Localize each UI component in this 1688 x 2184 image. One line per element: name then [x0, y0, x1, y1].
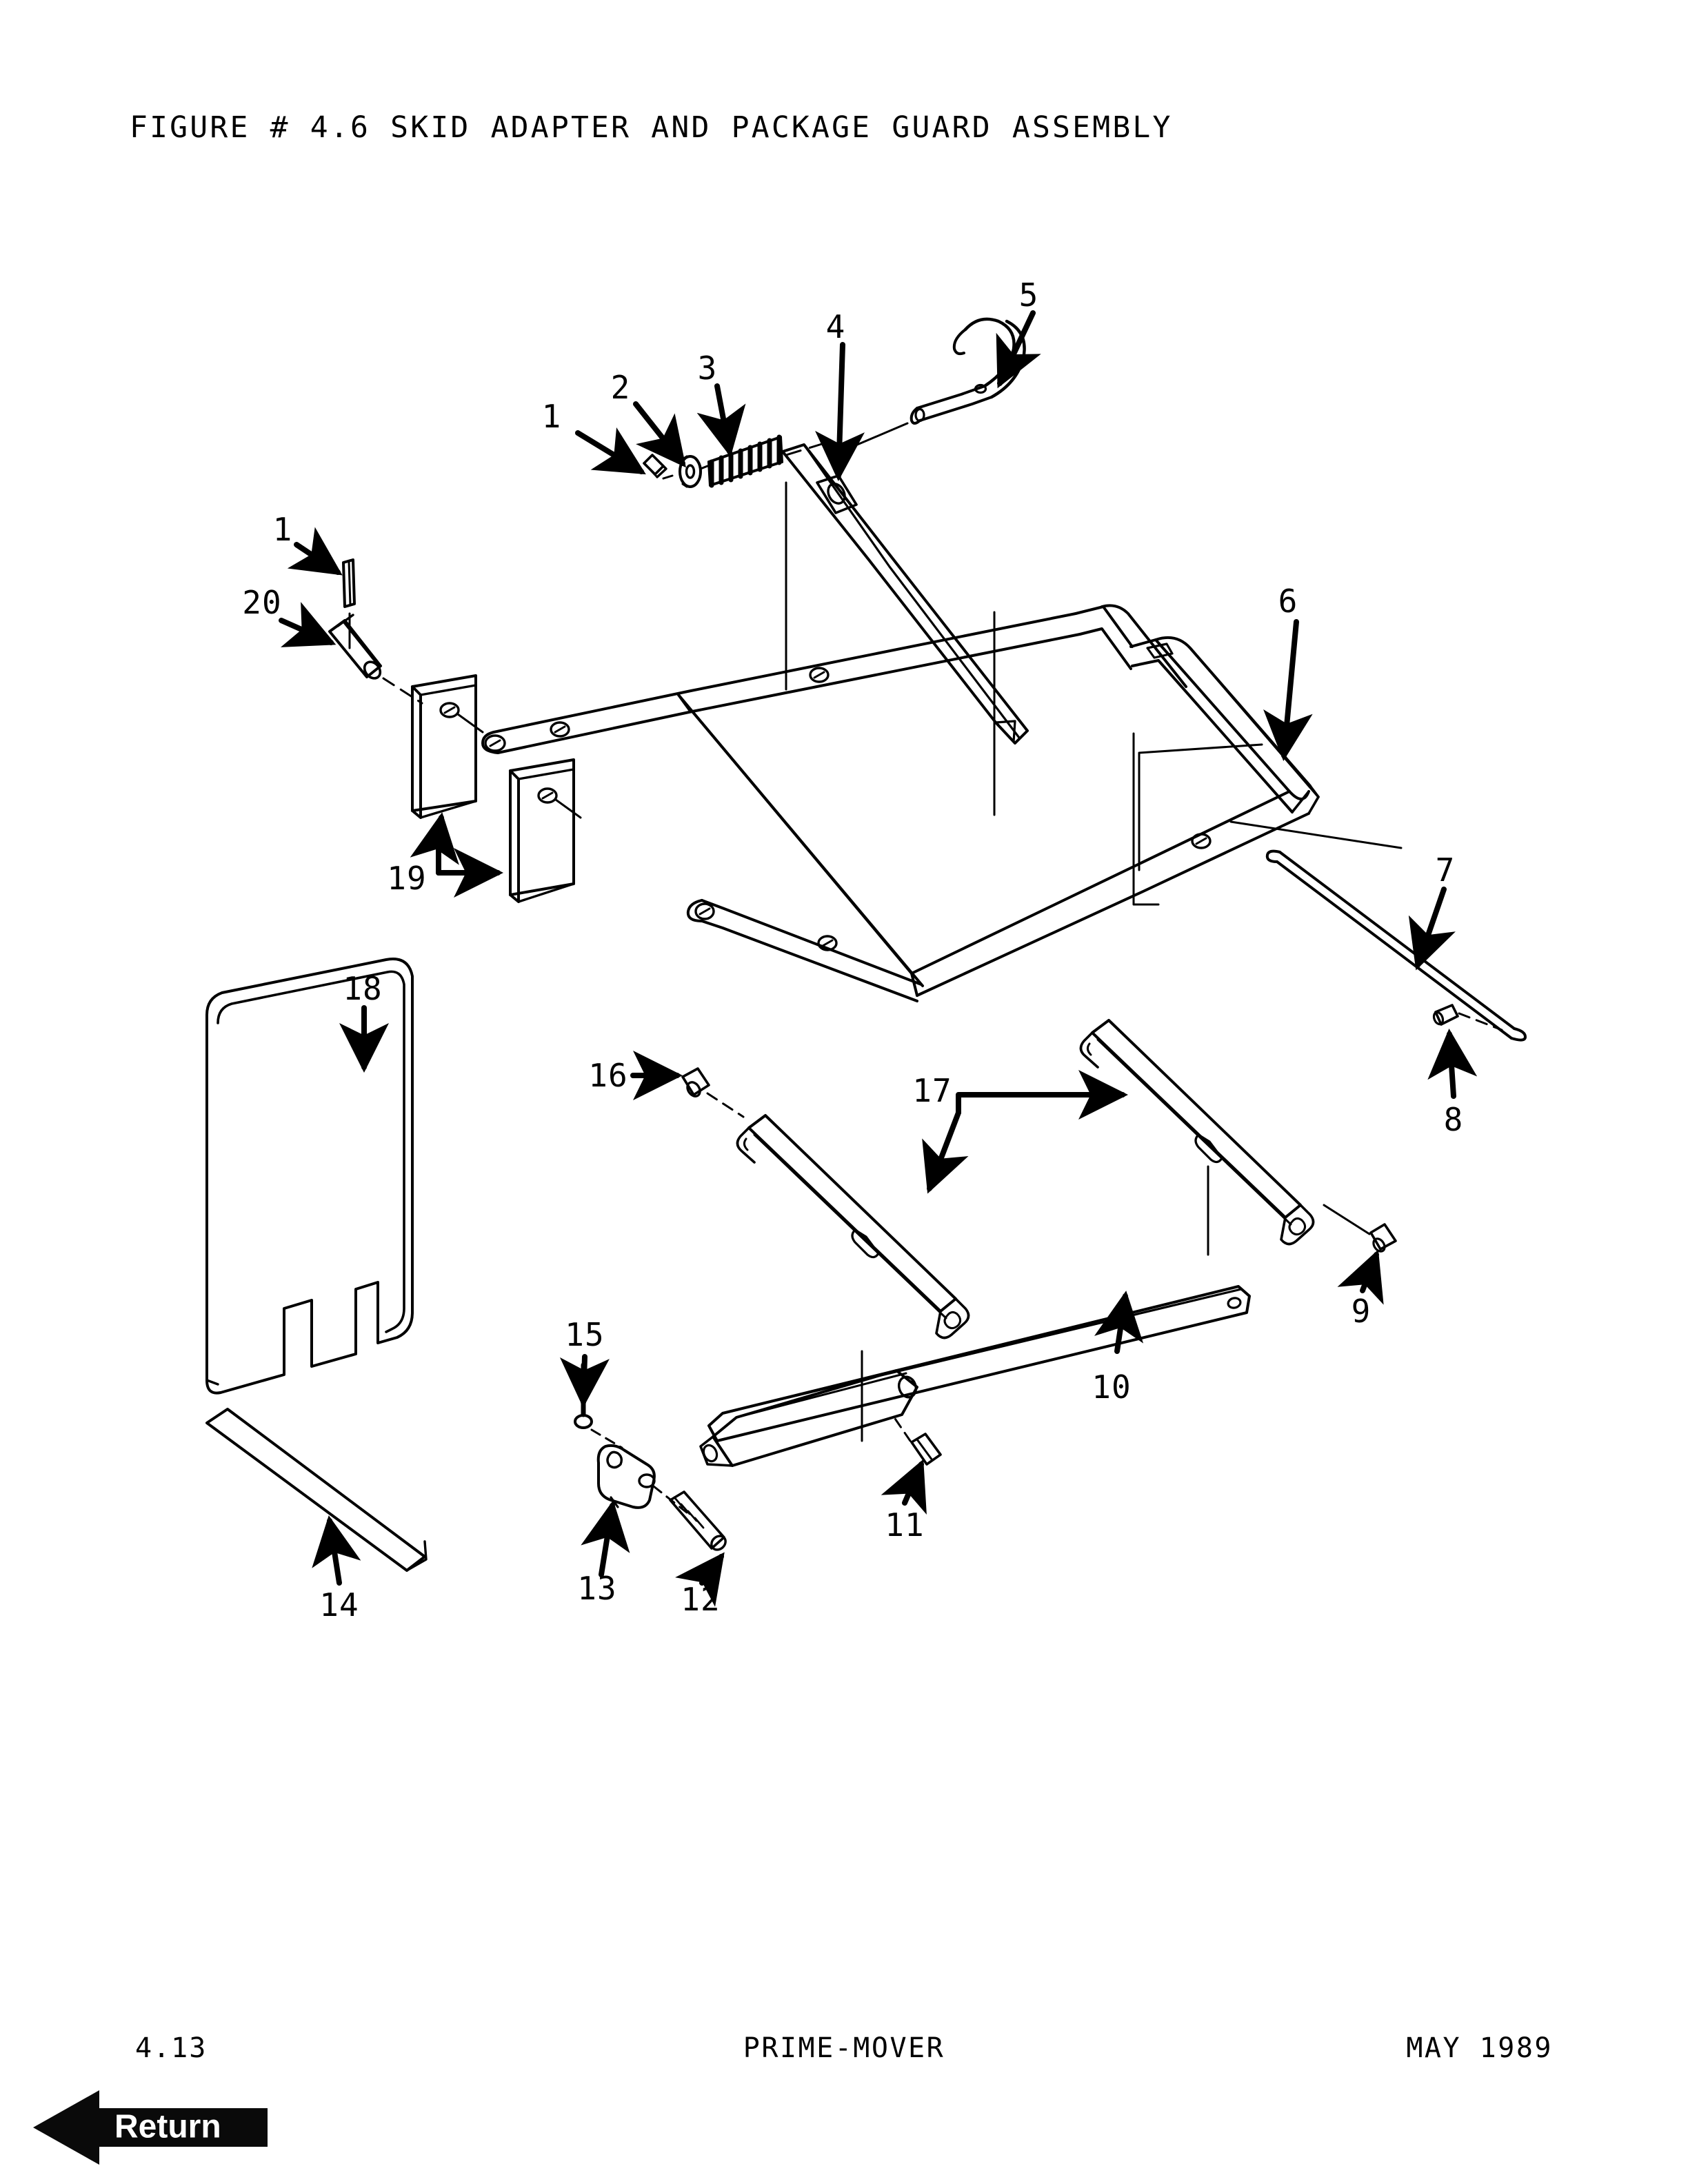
part-bushing-16	[681, 1067, 710, 1098]
callout-label-7: 7	[1436, 851, 1456, 889]
callout-label-9: 9	[1352, 1293, 1372, 1330]
callout-label-19: 19	[387, 860, 426, 897]
part-package-guard-panel	[205, 958, 414, 1395]
callout-label-17: 17	[912, 1072, 952, 1109]
callout-label-15: 15	[565, 1316, 604, 1353]
part-roll-pin-left	[342, 558, 356, 608]
callout-label-2: 2	[611, 369, 631, 406]
callout-label-5: 5	[1019, 276, 1039, 314]
callout-17-fork	[922, 1070, 1128, 1194]
callout-label-16: 16	[588, 1057, 627, 1094]
callout-label-20: 20	[242, 584, 281, 621]
left-arrow-icon	[33, 2090, 268, 2165]
callout-label-1b: 1	[273, 511, 293, 548]
figure-title: FIGURE # 4.6 SKID ADAPTER AND PACKAGE GU…	[130, 110, 1173, 145]
callout-label-6: 6	[1278, 583, 1298, 620]
callout-label-4: 4	[826, 308, 846, 345]
callout-label-10: 10	[1092, 1368, 1131, 1406]
callout-label-14: 14	[319, 1586, 359, 1624]
callout-19-fork	[410, 812, 503, 898]
part-pin-11	[910, 1433, 942, 1466]
part-roll-pin-top	[643, 454, 667, 478]
return-label: Return	[114, 2108, 221, 2145]
part-pin-9	[1369, 1223, 1397, 1253]
part-skid-adapter-frame	[481, 604, 1320, 1002]
part-channel-rail-left	[736, 1114, 970, 1339]
page-number: 4.13	[135, 2032, 208, 2064]
callout-label-11: 11	[885, 1506, 924, 1544]
callout-label-13: 13	[577, 1570, 616, 1607]
revision-date: MAY 1989	[1406, 2032, 1553, 2064]
part-compression-spring	[707, 434, 783, 488]
callout-label-18: 18	[343, 970, 382, 1007]
part-threaded-bolt	[669, 1490, 727, 1551]
callout-label-3: 3	[698, 350, 718, 387]
return-button[interactable]: Return	[33, 2090, 268, 2165]
callout-label-1: 1	[542, 398, 562, 435]
callout-labels: 1 2 3 4 5 1 20 19 6 7 8 9 10 11 12 13 14…	[242, 276, 1463, 1624]
callout-label-12: 12	[681, 1581, 720, 1618]
part-latch-rod	[781, 443, 1029, 745]
manufacturer-name: PRIME-MOVER	[743, 2032, 945, 2064]
part-mounting-plate-lower	[509, 758, 582, 903]
part-clevis-bracket	[596, 1444, 656, 1509]
part-pin-8	[1432, 1004, 1459, 1026]
part-clevis-pin	[328, 614, 382, 680]
part-angle-bar	[707, 1285, 1251, 1442]
part-guard-strip	[205, 1408, 428, 1572]
part-long-rod	[1265, 849, 1527, 1042]
part-actuator-cylinder	[699, 1369, 918, 1467]
callout-arrows-top	[575, 310, 1041, 481]
part-channel-rail-right	[1079, 1019, 1315, 1246]
callout-label-8: 8	[1444, 1101, 1464, 1138]
part-mounting-plate-upper	[411, 674, 484, 819]
